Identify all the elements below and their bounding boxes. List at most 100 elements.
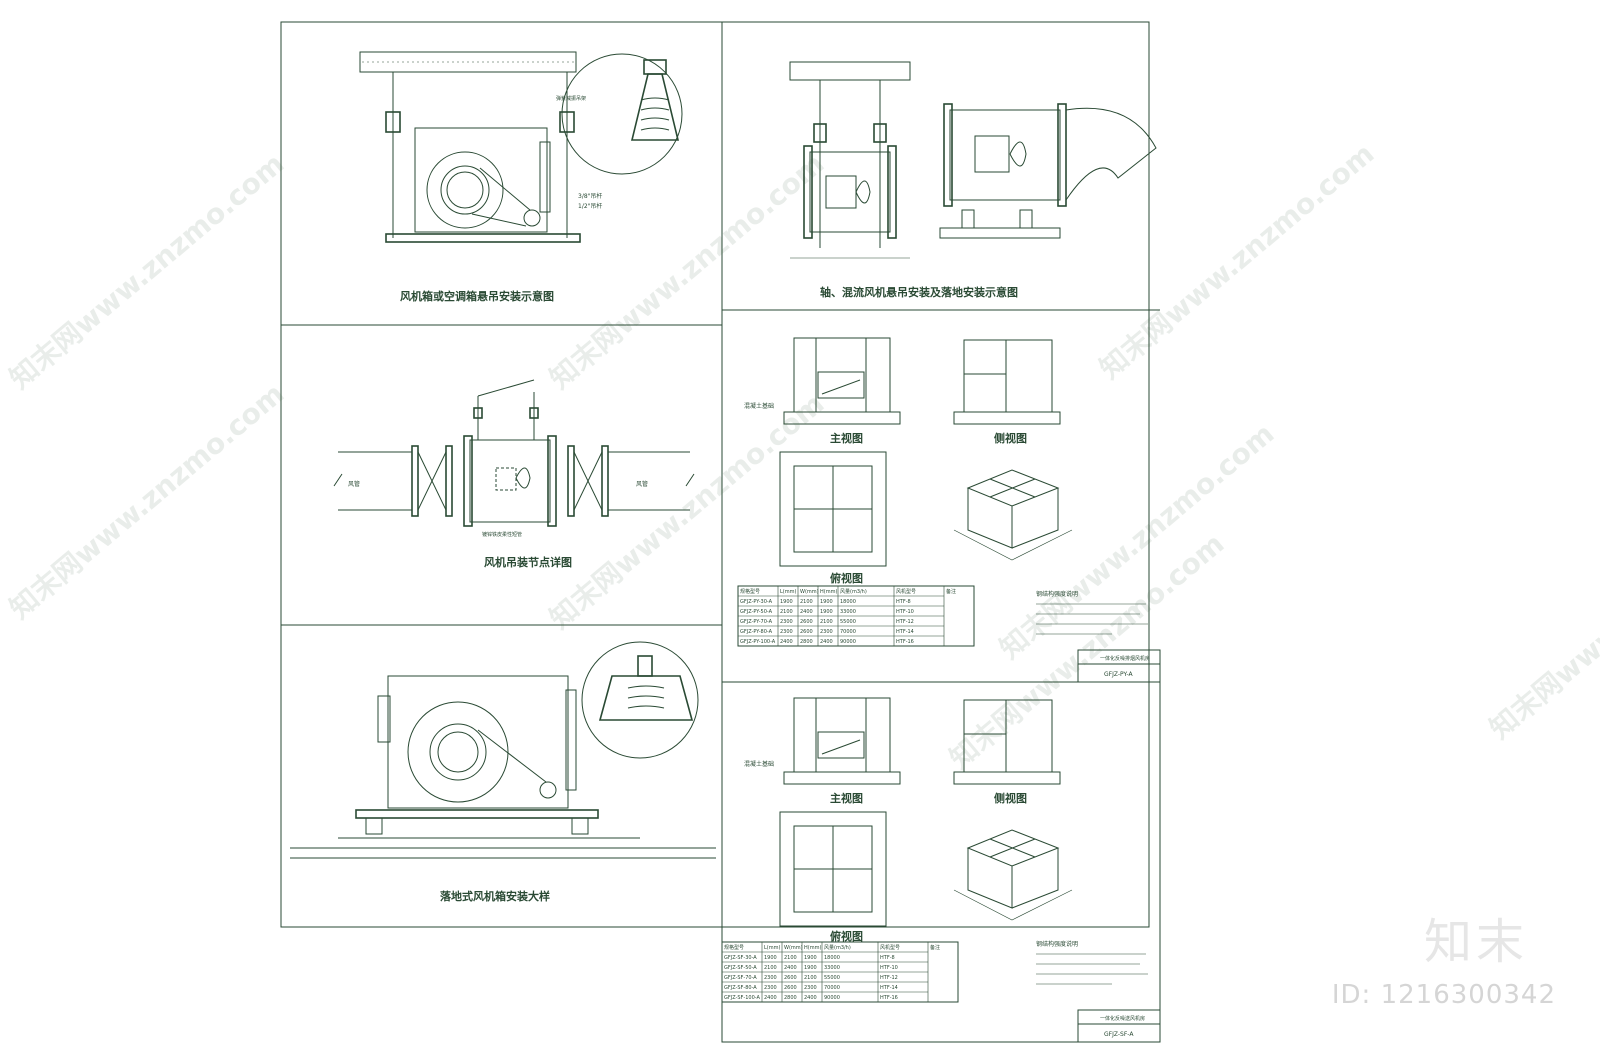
table1-cell: HTF-8 — [896, 599, 911, 605]
table1-header-cell: 风机型号 — [896, 588, 916, 595]
rod-label-1: 3/8"吊杆 — [578, 192, 602, 200]
brand-logo: 知末 — [1423, 914, 1528, 970]
py-side-label: 侧视图 — [994, 431, 1027, 445]
spring-hanger-left — [385, 111, 401, 133]
table2-cell: 2100 — [804, 975, 817, 981]
table2-cell: GFJZ-SF-30-A — [724, 955, 757, 961]
sf-side-label: 侧视图 — [994, 791, 1027, 805]
table2-header-cell: 风量(m3/h) — [824, 944, 851, 951]
table2-cell: 2400 — [804, 995, 817, 1001]
py-front-base — [783, 411, 901, 425]
table1-header-cell: W(mm) — [800, 589, 819, 595]
base-frame — [385, 233, 581, 243]
title-p3: 风机吊装节点详图 — [484, 555, 572, 569]
title-p1: 风机箱或空调箱悬吊安装示意图 — [400, 289, 554, 303]
table1-cell: 2400 — [780, 639, 793, 645]
sf-top-view-outer — [779, 811, 887, 927]
table2-cell: HTF-8 — [880, 955, 895, 961]
ceiling-slab-2 — [789, 61, 911, 81]
table2-cell: 2300 — [804, 985, 817, 991]
table1-cell: 2800 — [800, 639, 813, 645]
sf-front-view — [793, 697, 891, 773]
table2-cell: HTF-14 — [880, 985, 898, 991]
neck-label: 镀锌铁皮柔性短管 — [482, 531, 522, 538]
floor-base-frame — [355, 809, 599, 819]
table2-cell: 2400 — [764, 995, 777, 1001]
table2-cell: 2400 — [784, 965, 797, 971]
sf-code: GFJZ-SF-A — [1104, 1031, 1134, 1038]
table2-cell: 1900 — [804, 955, 817, 961]
table1-cell: HTF-12 — [896, 619, 914, 625]
table2-header-cell: 备注 — [930, 944, 940, 951]
table2-cell: 2600 — [784, 985, 797, 991]
floor-fan-box-body — [387, 675, 569, 809]
py-title-block — [1077, 649, 1161, 683]
py-code: GFJZ-PY-A — [1104, 671, 1134, 678]
table1-cell: 90000 — [840, 639, 856, 645]
table1-cell: 55000 — [840, 619, 856, 625]
fan-volute — [426, 151, 504, 229]
table2-header-cell: 风机型号 — [880, 944, 900, 951]
table1-header-cell: 风量(m3/h) — [840, 588, 867, 595]
table2-cell: 2100 — [764, 965, 777, 971]
table1-cell: 2400 — [800, 609, 813, 615]
py-note-title: 钢结构强度说明 — [1036, 590, 1078, 598]
table1-cell: 2100 — [800, 599, 813, 605]
table2-cell: GFJZ-SF-50-A — [724, 965, 757, 971]
fan-box-body — [414, 127, 548, 233]
py-side-view — [963, 339, 1053, 413]
sf-note-title: 钢结构强度说明 — [1036, 940, 1078, 948]
py-top-view-outer — [779, 451, 887, 567]
table1-cell: 2600 — [800, 619, 813, 625]
table1-cell: 2300 — [780, 629, 793, 635]
table2-cell: 1900 — [804, 965, 817, 971]
table1-cell: 1900 — [820, 599, 833, 605]
table2-cell: 70000 — [824, 985, 840, 991]
table1-header-cell: 规格型号 — [740, 588, 760, 595]
table1-cell: GFJZ-PY-80-A — [740, 629, 773, 635]
watermark-1: 知末网www.znzmo.com — [3, 147, 290, 395]
sf-top-label: 俯视图 — [830, 929, 863, 943]
detail-circle-1 — [561, 53, 683, 175]
table1-cell: GFJZ-PY-100-A — [740, 639, 776, 645]
spring-label-1: 弹簧减振吊架 — [556, 95, 586, 102]
table1-cell: GFJZ-PY-30-A — [740, 599, 773, 605]
table1-cell: 2600 — [800, 629, 813, 635]
table2-cell: 33000 — [824, 965, 840, 971]
table2-cell: GFJZ-SF-70-A — [724, 975, 757, 981]
table1-cell: GFJZ-PY-50-A — [740, 609, 773, 615]
bottom-right-frame — [721, 681, 1161, 1043]
table1-header-cell: 备注 — [946, 588, 956, 595]
table2-header-cell: L(mm) — [764, 945, 780, 951]
table1-cell: GFJZ-PY-70-A — [740, 619, 773, 625]
sf-front-base — [783, 771, 901, 785]
table2-cell: HTF-12 — [880, 975, 898, 981]
table2-cell: GFJZ-SF-80-A — [724, 985, 757, 991]
table1-cell: HTF-16 — [896, 639, 914, 645]
py-name: 一体化反噪排烟风机房 — [1100, 655, 1150, 662]
table1-header-cell: L(mm) — [780, 589, 796, 595]
panel-axial-fan: 轴、混流风机悬吊安装及落地安装示意图 — [789, 61, 1157, 299]
table1-cell: 18000 — [840, 599, 856, 605]
table2-cell: HTF-16 — [880, 995, 898, 1001]
panel-suspended-fan-box: 3/8"吊杆 1/2"吊杆 弹簧减振吊架 风机箱或空调箱悬吊安装示意图 — [359, 51, 683, 303]
table1-cell: HTF-10 — [896, 609, 914, 615]
table2-header-cell: 规格型号 — [724, 944, 744, 951]
panel-floor-fan-box: 落地式风机箱安装大样 — [290, 641, 716, 903]
table2-cell: GFJZ-SF-100-A — [724, 995, 760, 1001]
table1-cell: HTF-14 — [896, 629, 914, 635]
py-side-base — [953, 411, 1061, 425]
table2-header-cell: W(mm) — [784, 945, 803, 951]
table2-cell: 2800 — [784, 995, 797, 1001]
py-concrete-label: 混凝土基础 — [744, 402, 774, 410]
axial-fan-casing — [809, 151, 891, 233]
table1-cell: 33000 — [840, 609, 856, 615]
table1-cell: 1900 — [780, 599, 793, 605]
panel-fan-room-sf: 主视图 混凝土基础 侧视图 俯视图 钢结构强度说明 一体化反噪送风机房 GFJZ… — [744, 697, 1161, 1043]
sf-front-label: 主视图 — [830, 791, 863, 805]
panel-fan-room-py: 主视图 混凝土基础 侧视图 俯视图 钢结构强度说明 一体化反噪排烟风机房 GFJ… — [744, 337, 1161, 683]
table2-cell: 90000 — [824, 995, 840, 1001]
